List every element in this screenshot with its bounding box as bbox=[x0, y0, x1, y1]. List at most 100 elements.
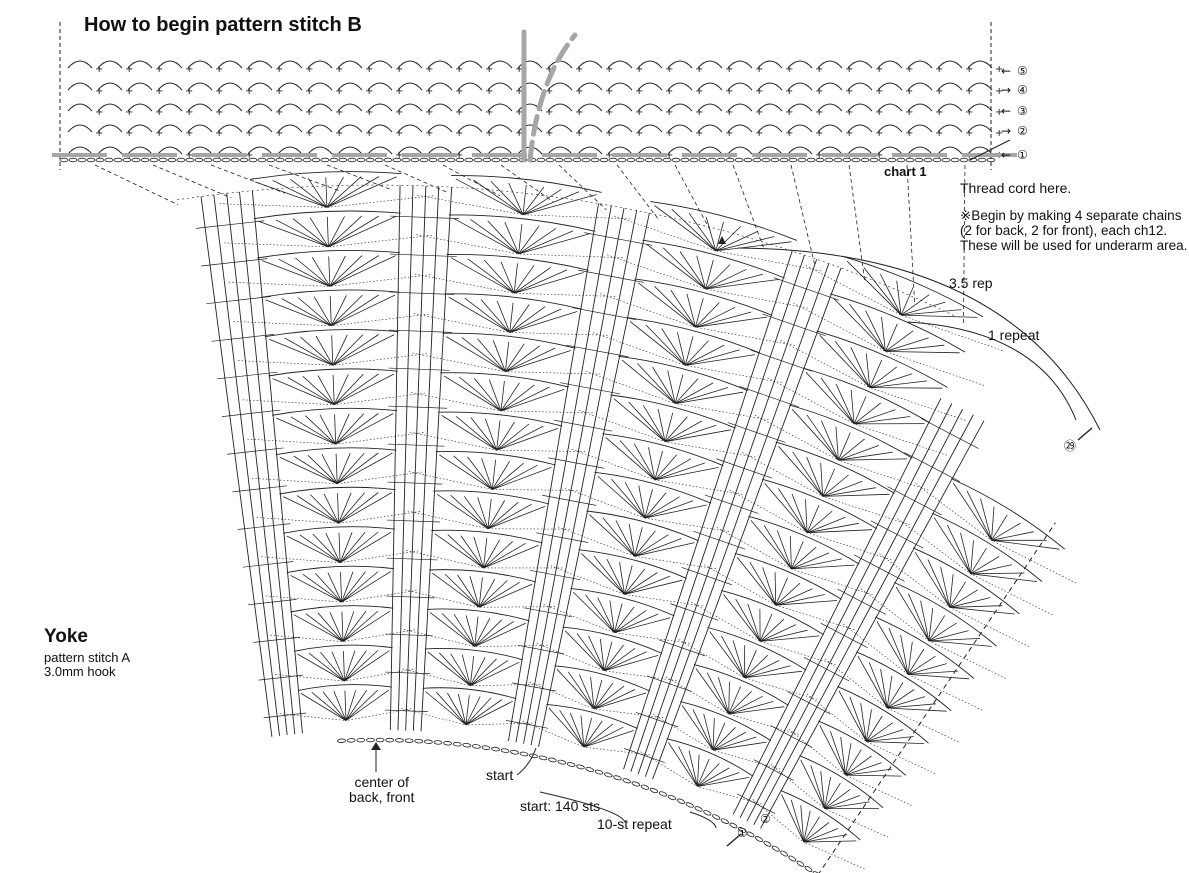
repeat-1-label: 1 repeat bbox=[988, 327, 1040, 343]
chain-stitch bbox=[566, 762, 576, 767]
sc-mark: + bbox=[215, 86, 223, 97]
dotted-chain bbox=[518, 253, 623, 259]
chain-stitch bbox=[763, 840, 772, 847]
chain-arc bbox=[307, 146, 333, 155]
sc-mark: + bbox=[965, 107, 973, 118]
shell-cap bbox=[250, 171, 402, 180]
dc-column-line bbox=[739, 403, 953, 818]
row-marker: ① bbox=[737, 826, 748, 840]
sc-mark: + bbox=[605, 150, 613, 161]
dotted-chain bbox=[806, 532, 892, 561]
row-marker: ⑤ bbox=[1017, 64, 1028, 78]
chain-arc bbox=[67, 124, 93, 133]
connector-line bbox=[616, 164, 660, 221]
chain-stitch bbox=[239, 157, 249, 163]
dotted-chain bbox=[407, 510, 488, 530]
sc-mark: + bbox=[95, 128, 103, 139]
shell-fan bbox=[300, 689, 390, 721]
chart-pattern-stitch-b: ++++++++++++++++++++++++++++++++++++++++… bbox=[52, 22, 1017, 170]
shell-fan bbox=[548, 707, 634, 748]
chain-stitch bbox=[796, 860, 805, 867]
sc-mark: + bbox=[515, 86, 523, 97]
sc-mark: + bbox=[245, 128, 253, 139]
shell-cap bbox=[431, 529, 543, 544]
shell-cap bbox=[427, 608, 530, 622]
instruction-note: ※Begin by making 4 separate chains (2 fo… bbox=[960, 208, 1188, 253]
chain-stitch bbox=[851, 157, 861, 163]
dotted-chain bbox=[334, 392, 426, 406]
yarn-strand bbox=[527, 32, 578, 163]
chain-arc bbox=[637, 146, 663, 155]
dotted-chain bbox=[728, 713, 799, 735]
shell-cap bbox=[290, 605, 394, 613]
chain-arc bbox=[727, 103, 753, 112]
chain-arc bbox=[757, 124, 783, 133]
chain-stitch bbox=[716, 157, 726, 163]
sc-mark: + bbox=[665, 64, 673, 75]
shell-fan bbox=[791, 409, 908, 461]
shell-cap bbox=[721, 589, 825, 636]
arrow-left-icon: ← bbox=[1001, 64, 1012, 78]
dotted-chain bbox=[256, 517, 339, 524]
chain-stitch bbox=[266, 157, 276, 163]
dc-cross bbox=[253, 636, 300, 643]
chain-arc bbox=[367, 103, 393, 112]
chain-arc bbox=[247, 82, 273, 91]
dotted-chain bbox=[744, 677, 818, 700]
dotted-chain bbox=[805, 265, 902, 316]
chain-stitch bbox=[599, 157, 609, 163]
chain-stitch bbox=[392, 157, 402, 163]
repeat-arcs bbox=[371, 236, 1101, 847]
chain-stitch bbox=[347, 157, 357, 163]
shell-fan bbox=[272, 373, 394, 406]
shell-cap bbox=[437, 411, 563, 427]
shell-cap bbox=[875, 616, 975, 679]
dc-cross bbox=[530, 569, 581, 581]
shell-cap bbox=[440, 372, 569, 388]
thread-cord-note: Thread cord here. bbox=[960, 180, 1072, 196]
chain-arc bbox=[427, 146, 453, 155]
dc-cross bbox=[387, 443, 445, 447]
chain-arc bbox=[847, 82, 873, 91]
dc-column-line bbox=[389, 185, 401, 731]
dotted-chain bbox=[501, 410, 593, 414]
chain-stitch bbox=[346, 738, 356, 743]
shell-cap bbox=[570, 587, 675, 617]
dotted-chain bbox=[861, 588, 930, 642]
chain-arc bbox=[337, 60, 363, 69]
chain-arc bbox=[367, 146, 393, 155]
yoke-hook: 3.0mm hook bbox=[44, 664, 116, 679]
sc-mark: + bbox=[635, 128, 643, 139]
chain-stitch bbox=[869, 157, 879, 163]
chain-arc bbox=[397, 124, 423, 133]
connector-line bbox=[268, 164, 339, 191]
sc-mark: + bbox=[995, 64, 1003, 75]
chain-stitch bbox=[176, 157, 186, 163]
chain-stitch bbox=[374, 157, 384, 163]
chain-arc bbox=[67, 103, 93, 112]
dc-cross bbox=[635, 711, 679, 728]
dc-cross bbox=[385, 671, 431, 675]
sc-mark: + bbox=[995, 107, 1003, 118]
instruction-line: These will be used for underarm area. bbox=[960, 238, 1188, 253]
chain-arc bbox=[367, 124, 393, 133]
chain-stitch bbox=[576, 764, 585, 770]
shell-cap bbox=[451, 175, 602, 193]
sc-mark: + bbox=[515, 64, 523, 75]
shell-fan bbox=[819, 334, 943, 389]
sc-mark: + bbox=[95, 107, 103, 118]
chain-stitch bbox=[959, 157, 969, 163]
sc-mark: + bbox=[185, 64, 193, 75]
shell-fan bbox=[638, 282, 768, 328]
chain-stitch bbox=[860, 157, 870, 163]
chain-arc bbox=[787, 146, 813, 155]
dc-cross bbox=[762, 313, 826, 337]
dotted-chain bbox=[879, 553, 950, 608]
chain-stitch bbox=[779, 157, 789, 163]
dc-column-line bbox=[397, 185, 414, 731]
dotted-chain bbox=[335, 432, 424, 445]
dc-cross bbox=[195, 220, 265, 229]
dc-cross bbox=[739, 385, 799, 408]
dc-column-line bbox=[760, 420, 985, 829]
chain-arc bbox=[817, 103, 843, 112]
